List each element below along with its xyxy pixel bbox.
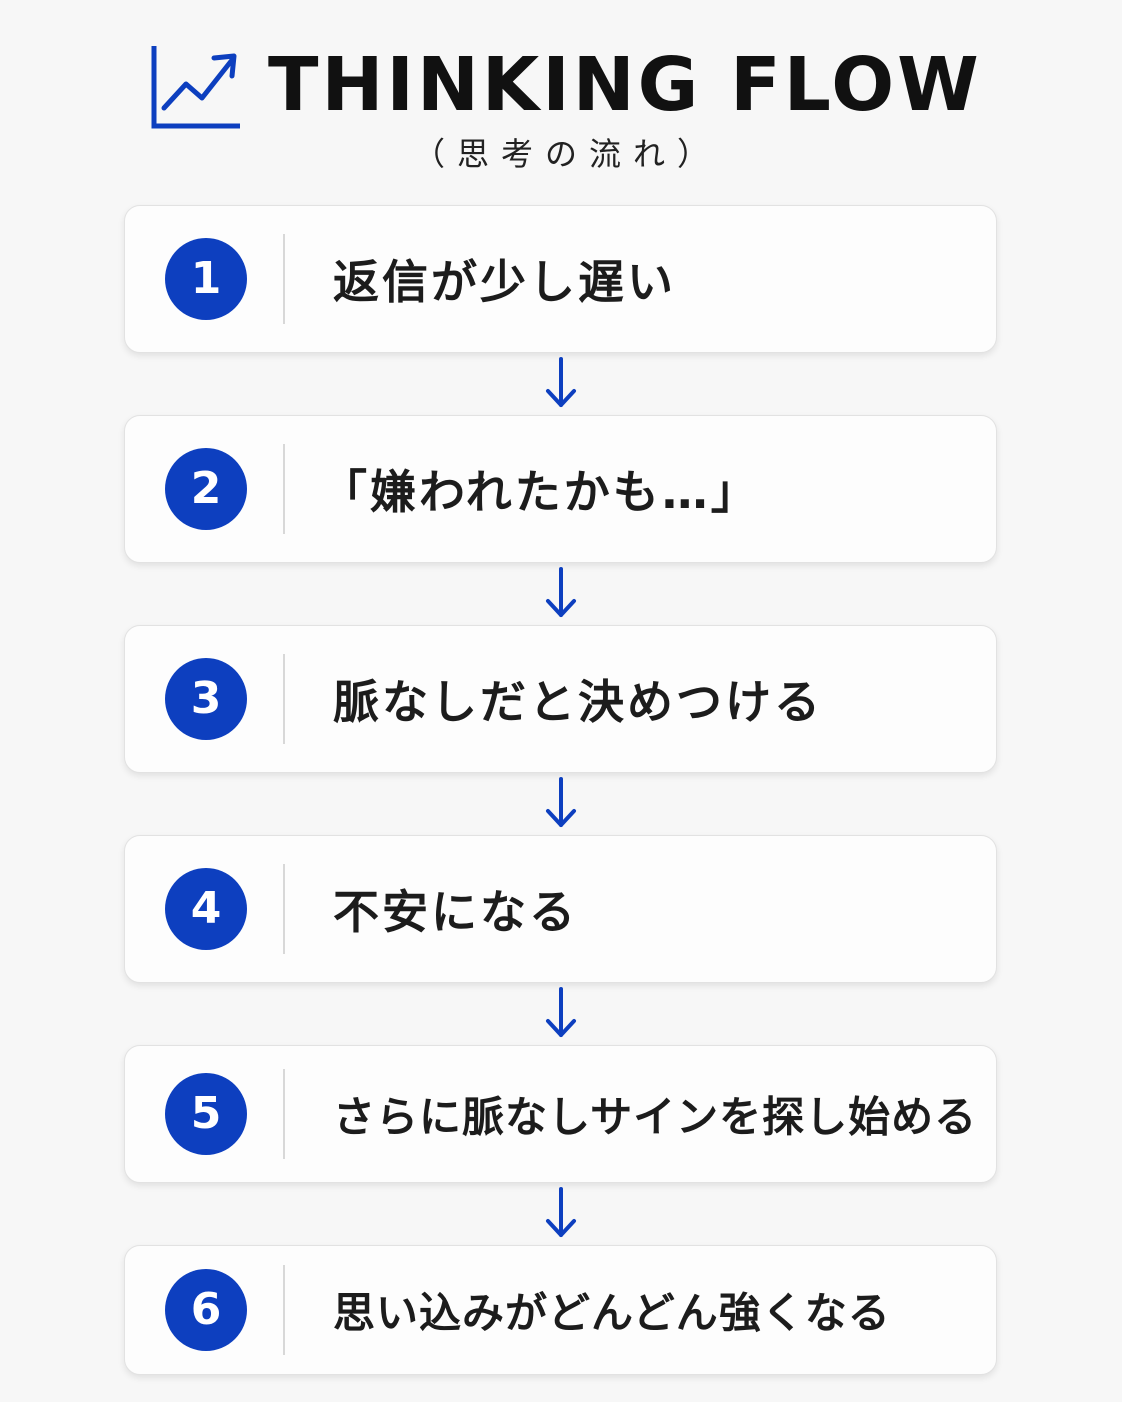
step-divider — [283, 234, 285, 324]
step-number-badge: 1 — [165, 238, 247, 320]
step-number-badge: 2 — [165, 448, 247, 530]
page-subtitle: （思考の流れ） — [412, 135, 721, 173]
flow-list: 1 返信が少し遅い 2 「嫌われたかも…」 3 脈なしだと決めつける 4 不安に… — [124, 205, 999, 1375]
flow-arrow — [124, 1183, 997, 1245]
page-title: THINKING FLOW — [268, 42, 982, 128]
arrow-down-icon — [546, 1187, 576, 1237]
step-text: 「嫌われたかも…」 — [321, 465, 760, 519]
flow-step-3: 3 脈なしだと決めつける — [124, 625, 997, 773]
step-text: 返信が少し遅い — [333, 255, 676, 309]
step-text: さらに脈なしサインを探し始める — [333, 1092, 978, 1142]
flow-arrow — [124, 773, 997, 835]
step-number-badge: 6 — [165, 1269, 247, 1351]
step-divider — [283, 654, 285, 744]
flow-arrow — [124, 563, 997, 625]
arrow-down-icon — [546, 357, 576, 407]
flow-step-1: 1 返信が少し遅い — [124, 205, 997, 353]
step-number-badge: 4 — [165, 868, 247, 950]
arrow-down-icon — [546, 567, 576, 617]
step-divider — [283, 1265, 285, 1355]
header: THINKING FLOW （思考の流れ） — [0, 0, 1122, 200]
flow-step-5: 5 さらに脈なしサインを探し始める — [124, 1045, 997, 1183]
step-number-badge: 3 — [165, 658, 247, 740]
flow-step-4: 4 不安になる — [124, 835, 997, 983]
step-text: 不安になる — [333, 885, 578, 939]
arrow-down-icon — [546, 987, 576, 1037]
flow-arrow — [124, 983, 997, 1045]
flow-step-2: 2 「嫌われたかも…」 — [124, 415, 997, 563]
step-text: 脈なしだと決めつける — [333, 675, 823, 729]
flow-arrow — [124, 353, 997, 415]
step-divider — [283, 1069, 285, 1159]
flow-step-6: 6 思い込みがどんどん強くなる — [124, 1245, 997, 1375]
trending-up-chart-icon — [151, 46, 240, 129]
step-divider — [283, 444, 285, 534]
step-number-badge: 5 — [165, 1073, 247, 1155]
step-text: 思い込みがどんどん強くなる — [333, 1288, 891, 1338]
step-divider — [283, 864, 285, 954]
arrow-down-icon — [546, 777, 576, 827]
